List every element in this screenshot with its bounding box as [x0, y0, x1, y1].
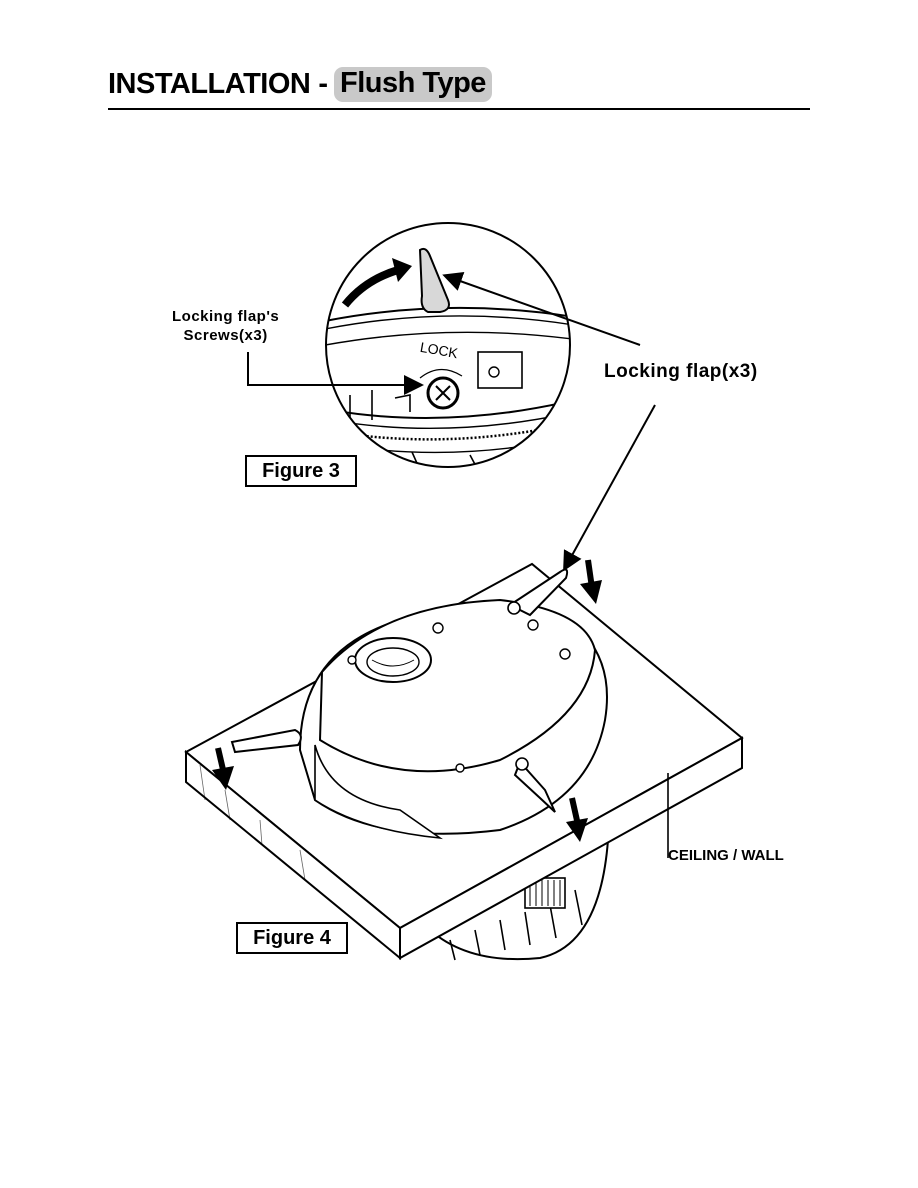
page-title: INSTALLATION [108, 67, 311, 100]
screws-callout-line1: Locking flap's [172, 308, 280, 325]
title-badge: Flush Type [334, 66, 492, 102]
figure4-caption: Figure 4 [236, 922, 348, 954]
title-separator: - [318, 67, 329, 100]
header-rule [108, 108, 810, 110]
figure3-caption: Figure 3 [245, 455, 357, 487]
lock-marking: LOCK [419, 339, 460, 361]
ceiling-wall-callout: CEILING / WALL [668, 847, 784, 864]
figure3-detail-circle: LOCK [325, 222, 571, 468]
figure4-assembly [184, 559, 744, 961]
callout-lines [247, 271, 656, 572]
page-header: INSTALLATION - Flush Type [108, 64, 492, 104]
screws-callout-line2: Screws(x3) [183, 327, 268, 344]
screws-callout: Locking flap's Screws(x3) [172, 307, 279, 345]
locking-flap-callout: Locking flap(x3) [604, 361, 758, 382]
